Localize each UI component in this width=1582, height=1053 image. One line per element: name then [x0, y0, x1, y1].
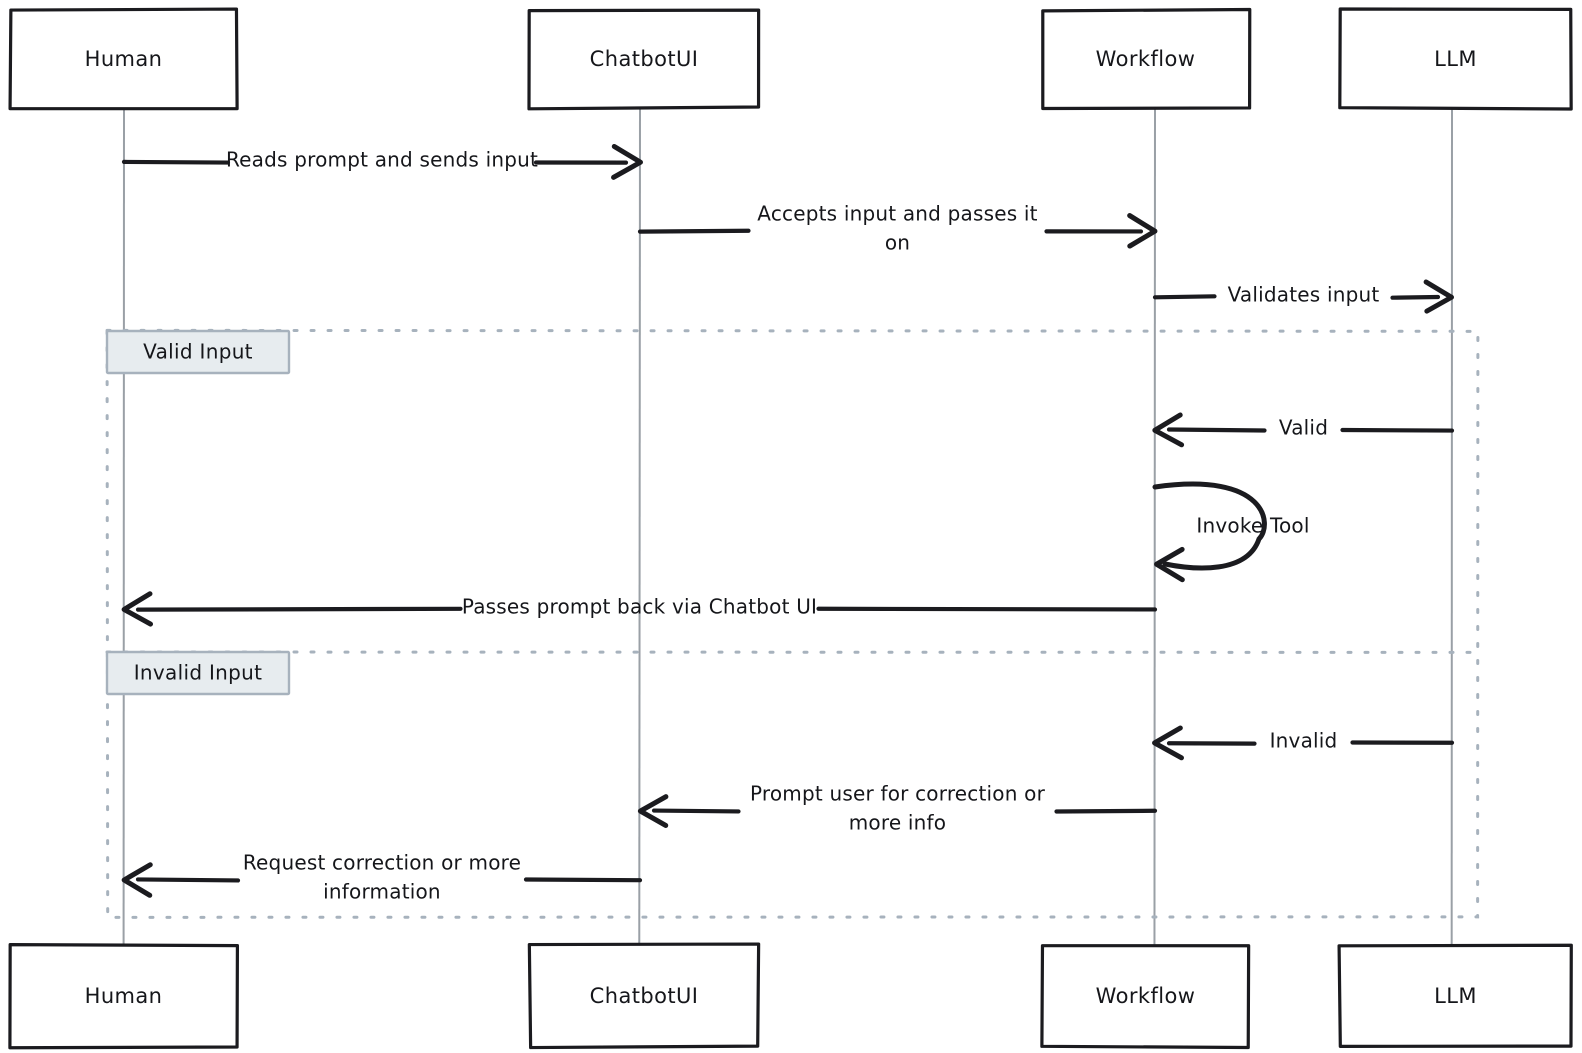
- message-label-m5: Invoke Tool: [1196, 514, 1309, 538]
- message-tail-m1: [121, 159, 231, 165]
- arrowhead-m5: [1154, 546, 1185, 583]
- actor-box-llm-top[interactable]: LLM: [1338, 7, 1573, 111]
- actor-box-workflow-top[interactable]: Workflow: [1041, 7, 1252, 111]
- message-label-m9-line1: Request correction or more: [243, 851, 521, 875]
- message-head-line-m9: [135, 877, 241, 883]
- message-m9: Request correction or more information: [121, 851, 643, 904]
- message-label-m8-line2: more info: [849, 811, 946, 835]
- alt-fragment-tag-valid-input[interactable]: Valid Input: [105, 329, 291, 375]
- message-label-m6: Passes prompt back via Chatbot UI: [462, 595, 817, 619]
- self-loop-path-m5: [1152, 481, 1267, 571]
- message-tail-m4: [1340, 427, 1455, 433]
- message-m5: Invoke Tool: [1152, 481, 1309, 583]
- actor-box-human-bottom[interactable]: Human: [8, 943, 240, 1050]
- alt-fragment-tag-invalid-input[interactable]: Invalid Input: [105, 650, 291, 696]
- lifelines-group: [122, 107, 1453, 946]
- message-label-m4: Valid: [1279, 416, 1328, 440]
- alt-fragment-tag-rect-invalid-input: [105, 650, 291, 696]
- actor-box-rect-llm-top: [1338, 7, 1573, 111]
- message-m4: Valid: [1152, 412, 1455, 448]
- alt-fragment-tag-label-valid-input: Valid Input: [143, 340, 253, 364]
- actor-label-llm-bottom: LLM: [1434, 984, 1477, 1008]
- message-head-line-m3: [1390, 294, 1441, 300]
- message-m3: Validates input: [1152, 279, 1455, 314]
- message-m8: Prompt user for correction or more info: [637, 782, 1158, 835]
- lifeline-workflow: [1153, 107, 1156, 946]
- message-m7: Invalid: [1152, 725, 1455, 761]
- actor-label-chatbotui-bottom: ChatbotUI: [590, 984, 699, 1008]
- message-tail-m8: [1054, 808, 1158, 814]
- message-label-m3: Validates input: [1228, 283, 1380, 307]
- actor-label-llm-top: LLM: [1434, 47, 1477, 71]
- actor-label-chatbotui-top: ChatbotUI: [590, 47, 699, 71]
- message-label-m7: Invalid: [1270, 729, 1338, 753]
- actor-box-rect-chatbotui-bottom: [527, 942, 761, 1050]
- message-head-line-m6: [135, 606, 463, 612]
- actor-box-workflow-bottom[interactable]: Workflow: [1040, 944, 1251, 1050]
- actor-box-rect-llm-bottom: [1337, 943, 1573, 1048]
- actor-boxes-top: Human ChatbotUI Workflow LLM: [8, 7, 1573, 111]
- alt-fragment-tag-rect-valid-input: [105, 329, 291, 375]
- message-tail-m3: [1152, 294, 1217, 300]
- message-head-line-m8: [651, 808, 741, 814]
- message-m6: Passes prompt back via Chatbot UI: [121, 591, 1158, 627]
- actor-box-rect-human-bottom: [8, 943, 240, 1050]
- arrowhead-m8: [637, 794, 669, 828]
- message-m1: Reads prompt and sends input: [121, 143, 643, 180]
- alt-fragment-tag-label-invalid-input: Invalid Input: [134, 661, 263, 685]
- actor-box-rect-human-top: [8, 7, 239, 111]
- message-label-m2-line1: Accepts input and passes it: [757, 202, 1037, 226]
- message-tail-m6: [816, 606, 1158, 612]
- message-label-m9-line2: information: [323, 880, 441, 904]
- actor-label-workflow-top: Workflow: [1096, 47, 1196, 71]
- arrowhead-m7: [1152, 725, 1184, 761]
- message-tail-m2: [637, 228, 751, 234]
- message-head-line-m4: [1166, 427, 1267, 433]
- message-tail-m9: [523, 877, 643, 883]
- actor-box-chatbotui-bottom[interactable]: ChatbotUI: [527, 942, 761, 1050]
- actor-box-llm-bottom[interactable]: LLM: [1337, 943, 1573, 1048]
- actor-label-workflow-bottom: Workflow: [1096, 984, 1196, 1008]
- actor-box-rect-workflow-top: [1041, 7, 1252, 111]
- actor-boxes-bottom: Human ChatbotUI Workflow LLM: [8, 942, 1573, 1050]
- actor-label-human-bottom: Human: [85, 984, 163, 1008]
- actor-box-rect-chatbotui-top: [527, 8, 761, 111]
- arrowhead-m1: [611, 143, 643, 180]
- actor-label-human-top: Human: [85, 47, 163, 71]
- arrowhead-m3: [1423, 279, 1455, 314]
- message-label-m1: Reads prompt and sends input: [226, 148, 538, 172]
- arrowhead-m9: [121, 862, 153, 898]
- arrowhead-m6: [121, 591, 154, 627]
- alt-block-frame: [105, 328, 1480, 919]
- arrowhead-m2: [1127, 213, 1158, 249]
- message-m2: Accepts input and passes it on: [637, 202, 1158, 255]
- message-label-m8-line1: Prompt user for correction or: [750, 782, 1046, 806]
- message-label-m2-line2: on: [885, 231, 910, 255]
- arrowhead-m4: [1152, 412, 1185, 448]
- actor-box-human-top[interactable]: Human: [8, 7, 239, 111]
- alt-block-group: [105, 328, 1480, 919]
- actor-box-chatbotui-top[interactable]: ChatbotUI: [527, 8, 761, 111]
- actor-box-rect-workflow-bottom: [1040, 944, 1251, 1050]
- lifeline-chatbotui: [638, 107, 641, 946]
